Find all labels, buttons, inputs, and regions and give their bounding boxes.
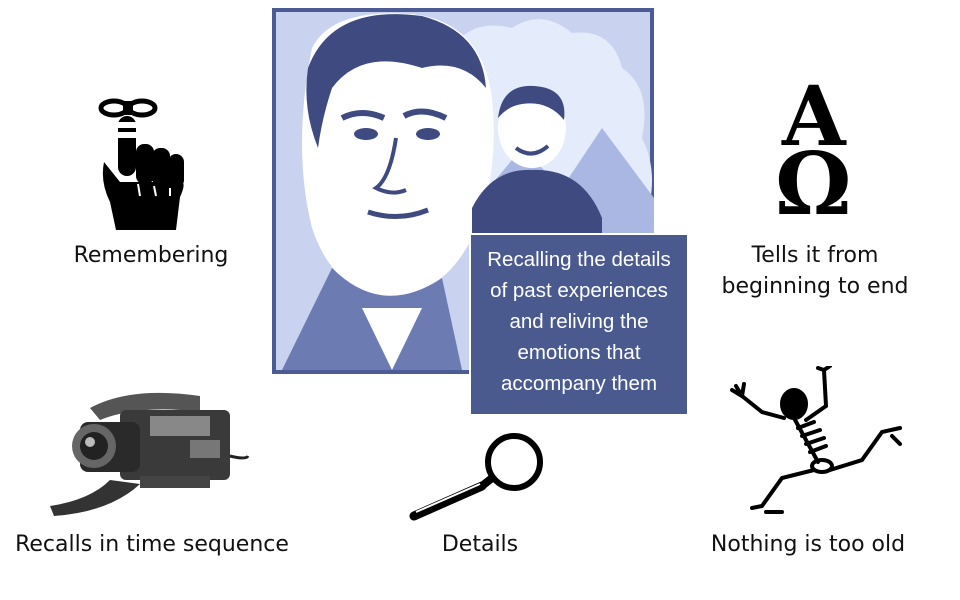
details-label: Details (441, 532, 519, 557)
caption-line-4: emotions that (517, 341, 641, 364)
recall-illustration (272, 8, 654, 374)
recalls-label: Recalls in time sequence (15, 532, 289, 557)
caption-line-5: accompany them (500, 372, 658, 395)
magnifying-glass-icon (409, 433, 543, 521)
caption-line-1: Recalling the details (487, 248, 671, 271)
alpha-symbol: Α (782, 69, 846, 165)
caption-box: Recalling the details of past experience… (469, 233, 689, 416)
video-camera-icon (50, 392, 250, 516)
caption-line-2: of past experiences (490, 279, 668, 302)
tells-label-line-1: Tells it from (751, 243, 879, 268)
remembering-label: Remembering (73, 243, 229, 268)
omega-symbol: Ω (775, 134, 852, 235)
tells-label-line-2: beginning to end (721, 274, 909, 299)
dancing-skeleton-icon (730, 366, 902, 514)
caption-line-3: and reliving the (509, 310, 649, 333)
finger-string-icon (98, 98, 184, 230)
nothing-old-label: Nothing is too old (710, 532, 906, 557)
